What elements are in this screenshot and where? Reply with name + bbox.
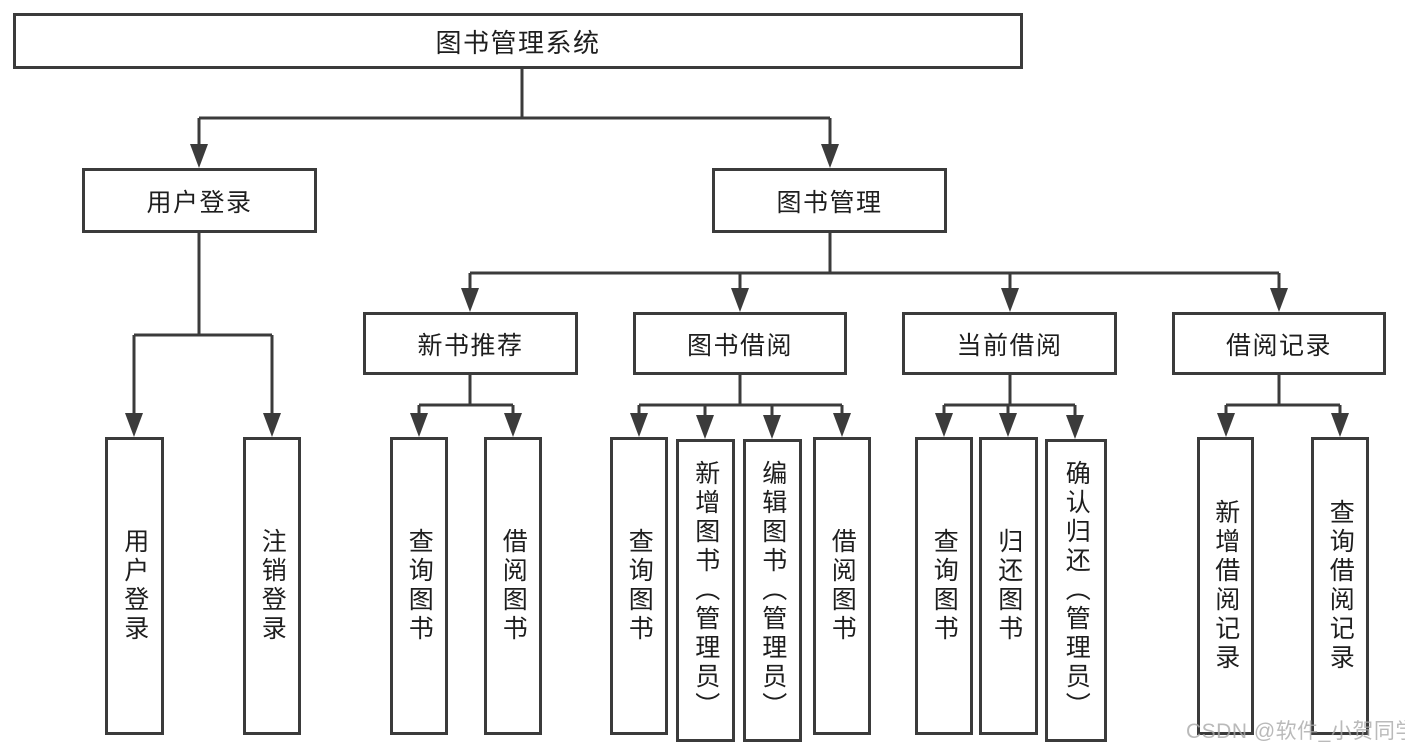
node-borrowing-records: 借阅记录 <box>1172 312 1386 375</box>
node-current-borrowing: 当前借阅 <box>902 312 1117 375</box>
leaf-query-books: 查询图书 <box>610 437 668 735</box>
leaf-query-borrow-record: 查询借阅记录 <box>1311 437 1369 735</box>
leaf-query-books: 查询图书 <box>390 437 448 735</box>
leaf-borrow-books: 借阅图书 <box>813 437 871 735</box>
leaf-borrow-books: 借阅图书 <box>484 437 542 735</box>
node-book-borrowing: 图书借阅 <box>633 312 847 375</box>
leaf-query-books: 查询图书 <box>915 437 973 735</box>
leaf-return-books: 归还图书 <box>979 437 1038 735</box>
leaf-user-login: 用户登录 <box>105 437 164 735</box>
node-user-login: 用户登录 <box>82 168 317 233</box>
leaf-edit-book-admin: 编辑图书（管理员） <box>743 439 802 742</box>
leaf-logout: 注销登录 <box>243 437 301 735</box>
arrowheads <box>125 144 1349 439</box>
node-new-book-recommendation: 新书推荐 <box>363 312 578 375</box>
node-library-management-system: 图书管理系统 <box>13 13 1023 69</box>
watermark-csdn: CSDN @软件_小贺同学 <box>1186 720 1405 743</box>
node-book-management: 图书管理 <box>712 168 947 233</box>
leaf-confirm-return-admin: 确认归还（管理员） <box>1045 439 1107 742</box>
leaf-add-book-admin: 新增图书（管理员） <box>676 439 735 742</box>
leaf-add-borrow-record: 新增借阅记录 <box>1197 437 1254 735</box>
